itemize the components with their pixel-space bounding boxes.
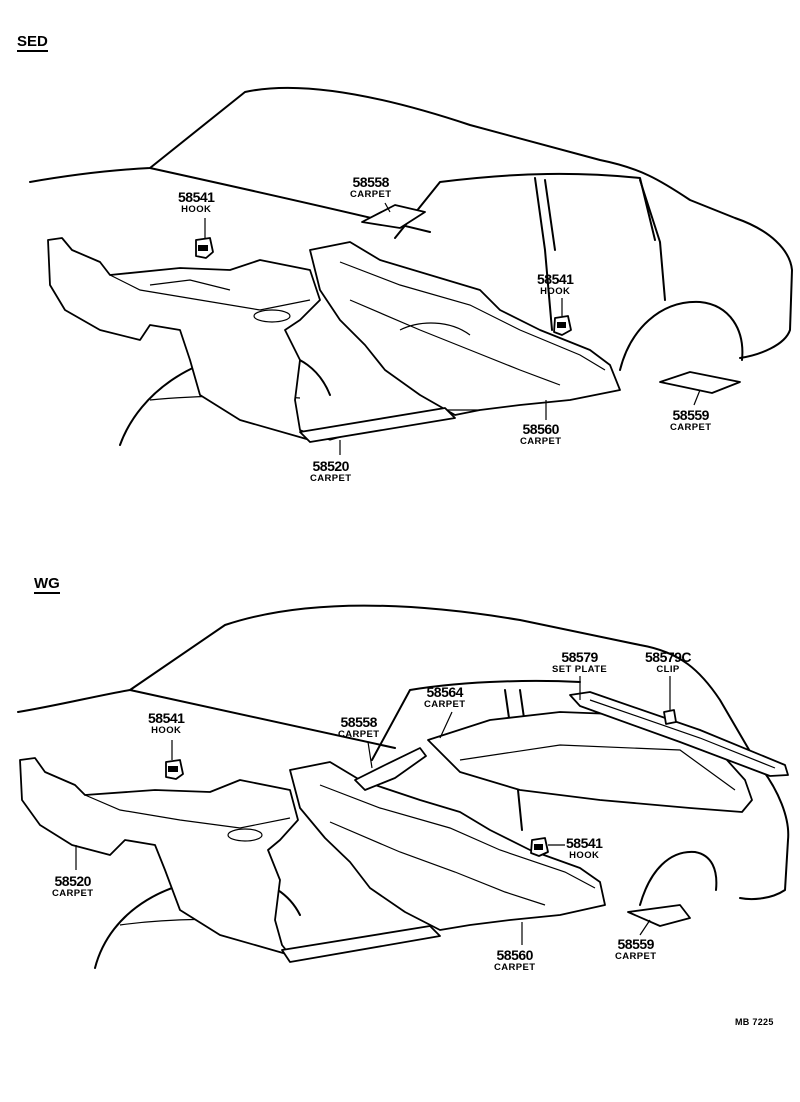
- part-number: 58541: [148, 710, 185, 726]
- sedan-hooks: [195, 237, 572, 336]
- callout-wg-58560-carpet: 58560 CARPET: [494, 948, 535, 973]
- callout-wg-58579-set-plate: 58579 SET PLATE: [552, 650, 607, 675]
- part-number: 58560: [496, 947, 534, 963]
- callout-wg-58564-carpet: 58564 CARPET: [424, 685, 465, 710]
- callout-wg-58541-hook-right: 58541 HOOK: [566, 835, 603, 861]
- wagon-small-carpets: [354, 747, 691, 927]
- callout-sed-58560-carpet: 58560 CARPET: [520, 422, 561, 447]
- callout-sed-58541-hook-right: 58541 HOOK: [537, 271, 574, 297]
- part-name: CARPET: [424, 699, 466, 710]
- sedan-leader-lines: [204, 202, 701, 455]
- part-name: CARPET: [494, 962, 536, 973]
- part-name: CARPET: [350, 189, 392, 200]
- callout-wg-58579c-clip: 58579C CLIP: [645, 649, 692, 675]
- part-number: 58541: [566, 835, 603, 851]
- drawing-code: MB 7225: [735, 1017, 774, 1027]
- part-name: CARPET: [520, 436, 562, 447]
- wagon-set-plate: [569, 691, 789, 777]
- callout-sed-58558-carpet: 58558 CARPET: [350, 175, 391, 200]
- part-name: HOOK: [181, 204, 212, 215]
- part-number: 58520: [312, 458, 350, 474]
- part-name: HOOK: [569, 850, 600, 861]
- wagon-cargo-carpet: [427, 711, 753, 813]
- part-name: HOOK: [151, 725, 182, 736]
- wagon-hooks: [165, 759, 549, 857]
- part-number: 58579C: [645, 649, 692, 665]
- callout-sed-58520-carpet: 58520 CARPET: [310, 459, 351, 484]
- part-number: 58579: [561, 649, 598, 665]
- part-number: 58558: [340, 714, 378, 730]
- sedan-front-carpet: [47, 237, 321, 441]
- callout-wg-58558-carpet: 58558 CARPET: [338, 715, 379, 740]
- callout-wg-58541-hook-left: 58541 HOOK: [148, 710, 185, 736]
- part-name: CARPET: [670, 422, 712, 433]
- sedan-small-carpets: [361, 204, 741, 394]
- part-name: SET PLATE: [552, 664, 608, 675]
- part-number: 58520: [54, 873, 92, 889]
- sedan-car-outline: [29, 86, 793, 446]
- callout-wg-58520-carpet: 58520 CARPET: [52, 874, 93, 899]
- part-name: CLIP: [656, 664, 680, 675]
- part-number: 58559: [617, 936, 655, 952]
- callout-sed-58541-hook-left: 58541 HOOK: [178, 189, 215, 215]
- part-number: 58559: [672, 407, 710, 423]
- part-name: CARPET: [52, 888, 94, 899]
- part-number: 58560: [522, 421, 560, 437]
- wagon-front-carpet: [19, 757, 299, 956]
- wagon-leader-lines: [75, 676, 671, 945]
- part-number: 58558: [352, 174, 390, 190]
- section-title-wagon: WG: [34, 575, 60, 594]
- callout-wg-58559-carpet: 58559 CARPET: [615, 937, 656, 962]
- sedan-rear-carpet: [299, 241, 621, 443]
- part-name: CARPET: [338, 729, 380, 740]
- part-name: HOOK: [540, 286, 571, 297]
- part-number: 58564: [426, 684, 464, 700]
- part-name: CARPET: [615, 951, 657, 962]
- part-number: 58541: [537, 271, 574, 287]
- callout-sed-58559-carpet: 58559 CARPET: [670, 408, 711, 433]
- part-name: CARPET: [310, 473, 352, 484]
- wagon-rear-carpet: [281, 761, 606, 963]
- part-number: 58541: [178, 189, 215, 205]
- section-title-sedan: SED: [17, 33, 48, 52]
